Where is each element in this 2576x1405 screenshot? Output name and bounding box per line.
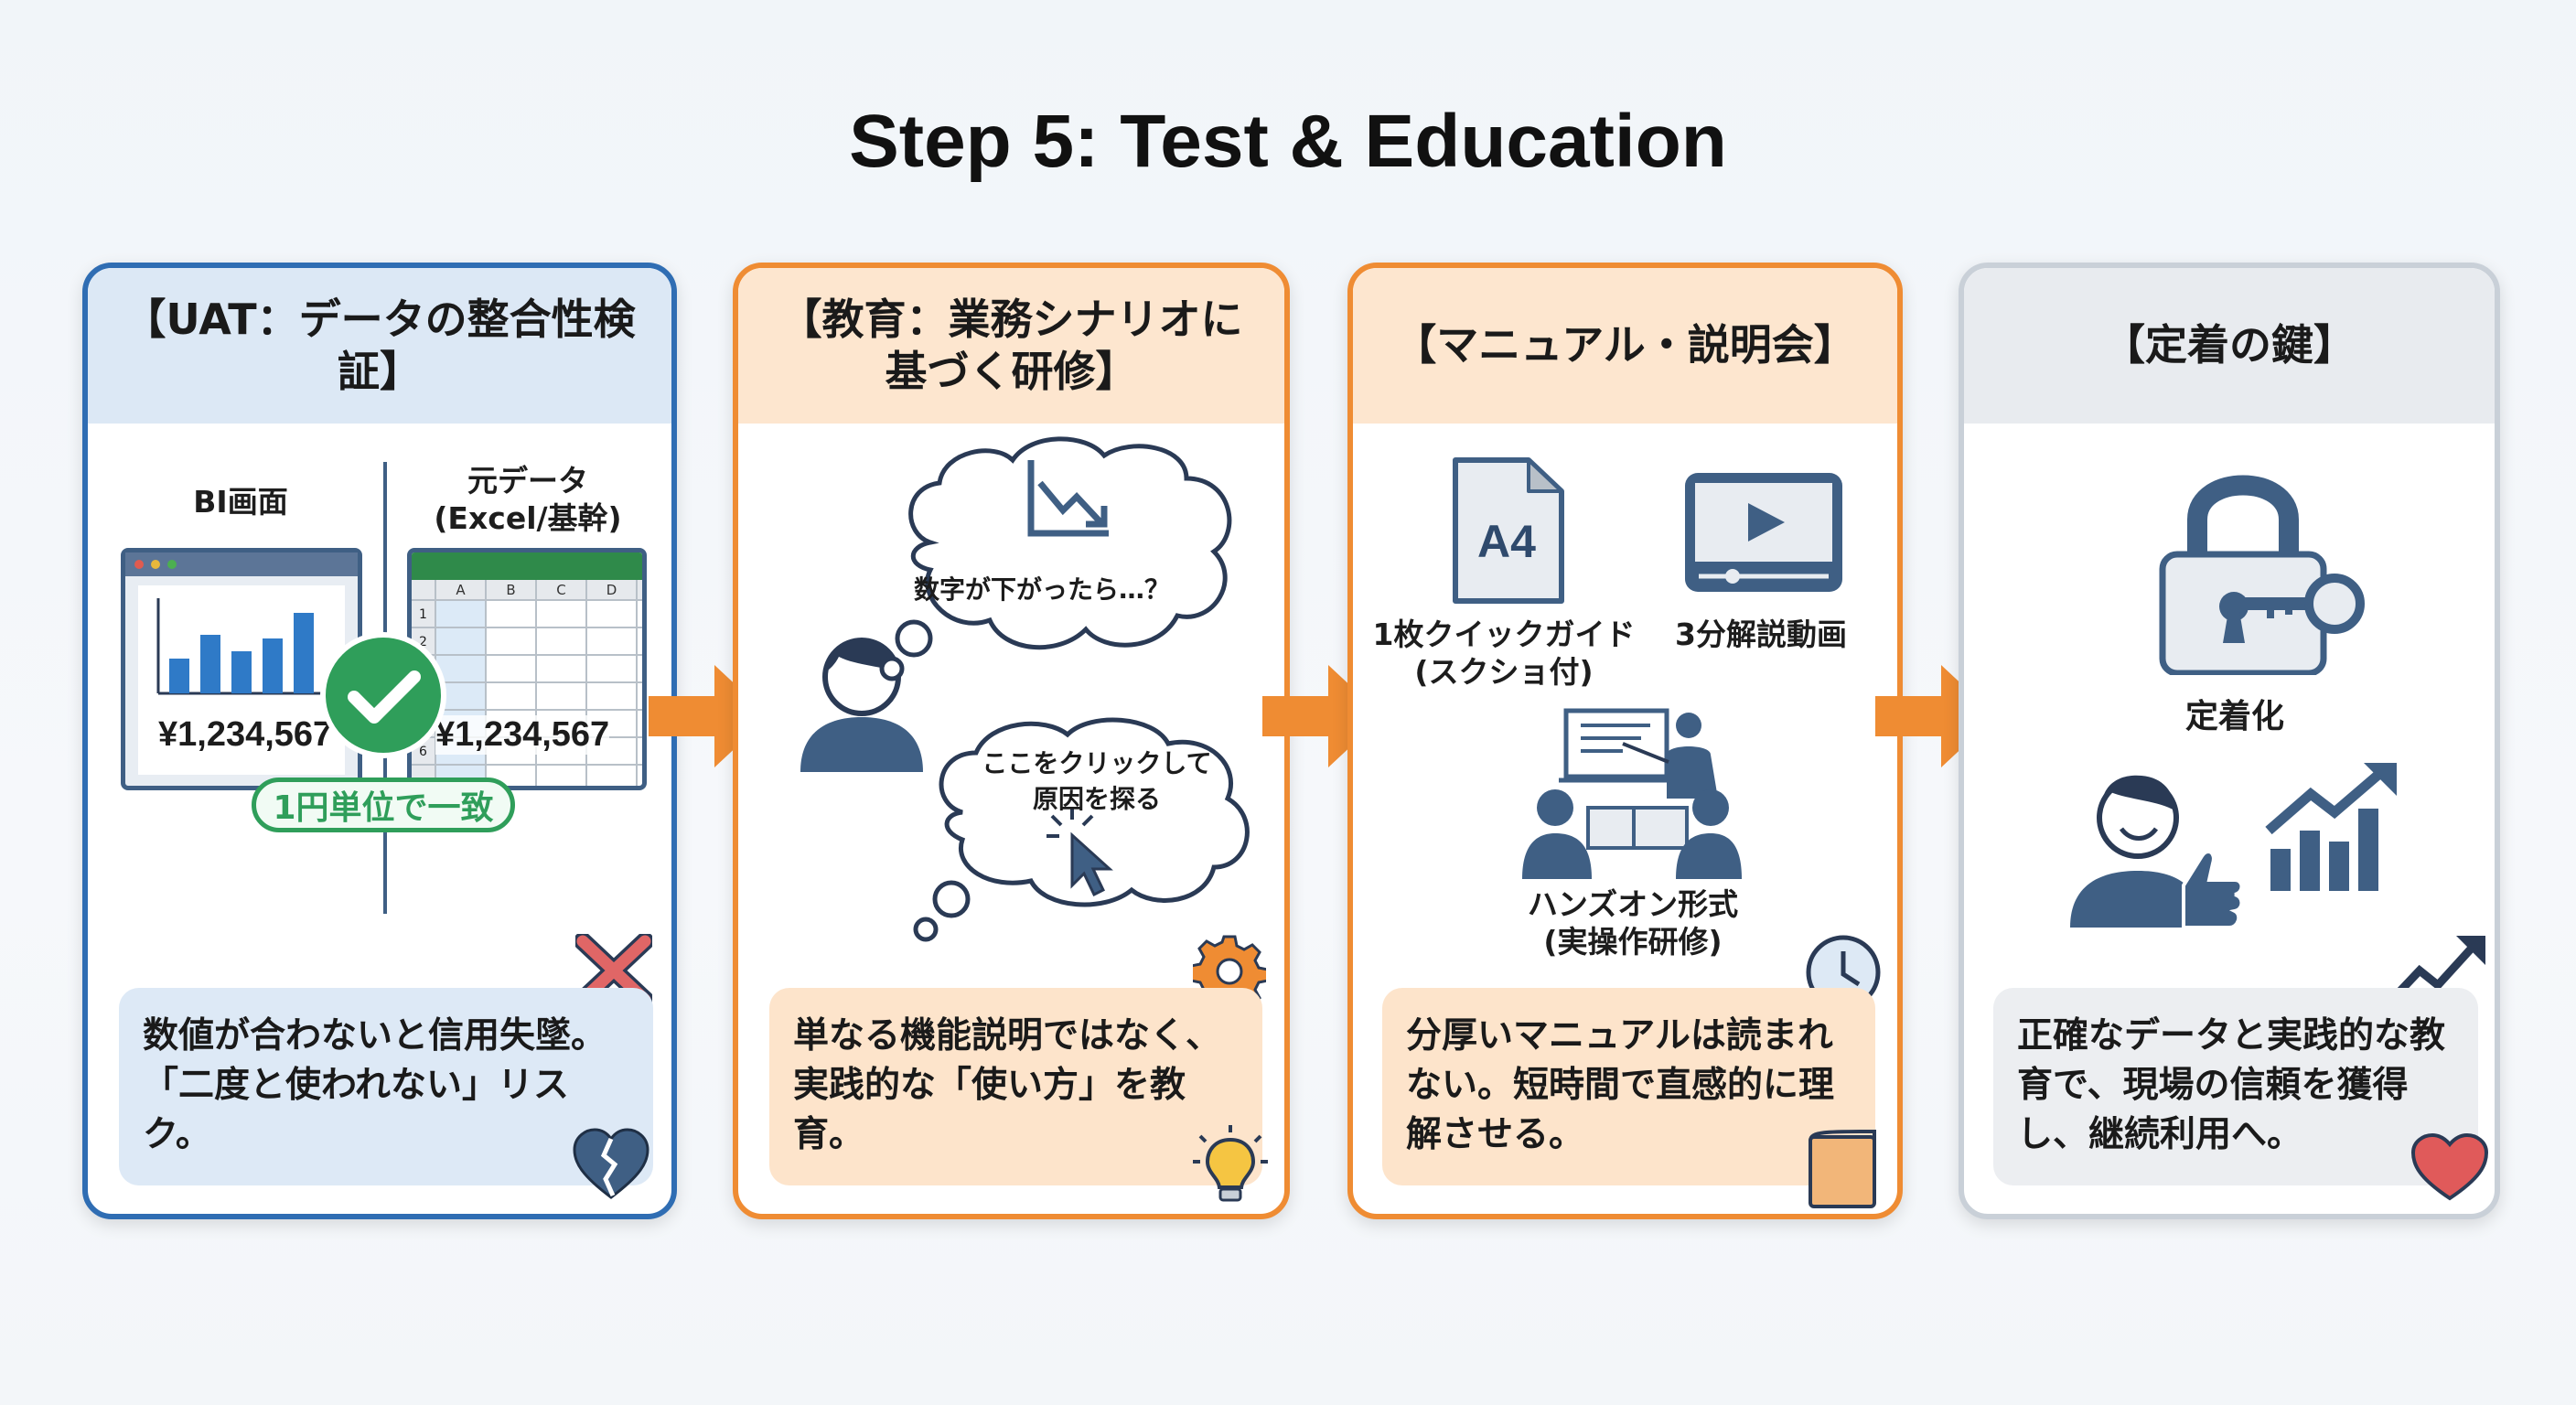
card-body: 数値が合わないと信用失墜。「二度と使われない」リスク。	[119, 988, 653, 1185]
thought-bubble-icon	[879, 436, 1232, 681]
page-title: Step 5: Test & Education	[849, 100, 1727, 183]
body-line: 解させる。	[1406, 1113, 1585, 1155]
card-body: 正確なデータと実践的な教育で、現場の信頼を獲得し、継続利用へ。	[1993, 988, 2478, 1185]
person-icon	[800, 638, 923, 772]
heart-icon	[2410, 1132, 2489, 1201]
lock-label: 定着化	[2184, 698, 2285, 735]
card-header: 【教育：業務シナリオに基づく研修】	[738, 268, 1284, 424]
card-body: 単なる機能説明ではなく、実践的な「使い方」を教育。	[769, 988, 1262, 1185]
body-line: 単なる機能説明ではなく、	[793, 1015, 1222, 1056]
cursor-click-icon	[1046, 807, 1113, 897]
card-manual: 【マニュアル・説明会】 A4 1枚クイックガイド(スクショ付) 3分解説動画 ハ…	[1347, 263, 1903, 1219]
training-icon	[1522, 708, 1742, 879]
label-line: (スクショ付)	[1414, 654, 1594, 691]
handson-label: ハンズオン形式(実操作研修)	[1528, 885, 1738, 961]
body-line: 数値が合わないと信用失墜。	[143, 1015, 607, 1056]
card-header: 【UAT：データの整合性検証】	[88, 268, 671, 424]
doc-text: A4	[1477, 516, 1536, 567]
lock-key-icon	[2159, 475, 2365, 675]
chart-down-icon	[1027, 460, 1109, 537]
column-header: B	[506, 582, 516, 598]
label-line: 1枚クイックガイド	[1372, 617, 1636, 652]
thumbs-up-person-icon	[2070, 775, 2244, 929]
card-uat: 【UAT：データの整合性検証】 BI画面 元データ(Excel/基幹) ¥1,2…	[82, 263, 677, 1219]
body-line: し、継続利用へ。	[2017, 1113, 2303, 1155]
video-label: 3分解説動画	[1675, 617, 1847, 652]
card-education: 【教育：業務シナリオに基づく研修】 数字が下がったら…？ ここをクリックして原因…	[733, 263, 1290, 1219]
row-header: 1	[419, 607, 427, 622]
source-label-line: (Excel/基幹)	[434, 500, 622, 537]
label-line: (実操作研修)	[1543, 924, 1723, 960]
match-badge: 1円単位で一致	[252, 778, 515, 832]
source-label-line: 元データ	[467, 463, 588, 499]
excel-sheet: A B C D 1 2 6 ¥1,234,567	[407, 548, 647, 790]
window-titlebar	[125, 552, 358, 576]
lightbulb-icon	[1193, 1125, 1268, 1202]
body-line: 「二度と使われない」リスク。	[143, 1064, 570, 1155]
body-line: 分厚いマニュアルは読まれ	[1406, 1015, 1833, 1056]
document-icon: A4	[1453, 457, 1564, 604]
bubble-line: 原因を探る	[1032, 784, 1162, 815]
book-icon	[1809, 1129, 1876, 1208]
growth-chart-icon	[2265, 763, 2397, 891]
source-label: 元データ(Excel/基幹)	[434, 462, 621, 538]
column-header: A	[456, 582, 466, 598]
bi-window: ¥1,234,567	[121, 548, 362, 790]
body-line: 正確なデータと実践的な教	[2017, 1015, 2446, 1056]
thought-bubble-icon	[913, 717, 1250, 942]
bi-label: BI画面	[193, 484, 288, 520]
body-line: ない。短時間で直感的に理	[1406, 1064, 1835, 1106]
column-header: D	[606, 582, 617, 598]
label-line: ハンズオン形式	[1527, 886, 1739, 922]
video-player-icon	[1685, 473, 1842, 592]
bubble-line: ここをクリックして	[982, 748, 1212, 778]
bubble-text: 数字が下がったら…？	[913, 574, 1171, 605]
sheet-columns: A B C D	[435, 580, 637, 600]
bi-value: ¥1,234,567	[158, 715, 333, 754]
guide-label: 1枚クイックガイド(スクショ付)	[1373, 616, 1636, 692]
check-circle-icon	[320, 632, 446, 758]
trend-up-arrow-icon	[2385, 936, 2485, 1007]
bar-chart-icon	[156, 598, 336, 695]
card-key-to-adoption: 【定着の鍵】 定着化 正確なデータと実践的な教育で、現場の信頼を獲得し、継続利用…	[1959, 263, 2500, 1219]
broken-heart-icon	[573, 1128, 649, 1199]
row-header: 2	[419, 635, 427, 649]
row-header: 6	[419, 745, 427, 759]
column-header: C	[556, 582, 566, 598]
source-value: ¥1,234,567	[435, 715, 610, 755]
body-line: 育で、現場の信頼を獲得	[2017, 1064, 2409, 1106]
card-body: 分厚いマニュアルは読まれない。短時間で直感的に理解させる。	[1382, 988, 1875, 1185]
body-line: 実践的な「使い方」を教育。	[793, 1064, 1186, 1155]
card-header: 【マニュアル・説明会】	[1353, 268, 1897, 424]
bubble-text: ここをクリックして原因を探る	[982, 745, 1211, 817]
card-header: 【定着の鍵】	[1964, 268, 2495, 424]
